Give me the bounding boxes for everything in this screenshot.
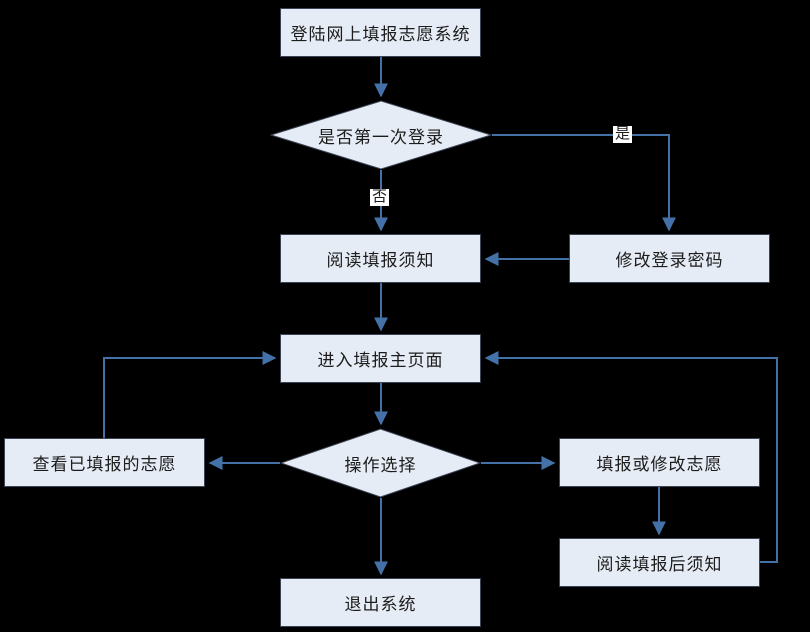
node-login[interactable]: 登陆网上填报志愿系统: [280, 8, 481, 57]
node-view-submitted[interactable]: 查看已填报的志愿: [4, 438, 205, 487]
node-read-notice-label: 阅读填报须知: [326, 251, 435, 270]
node-fill-or-modify[interactable]: 填报或修改志愿: [559, 438, 760, 487]
edge-label-yes: 是: [613, 126, 633, 143]
edge-first-login-to-change-password: [492, 134, 676, 232]
diamond-shape: [280, 428, 481, 498]
node-login-label: 登陆网上填报志愿系统: [290, 25, 471, 44]
node-first-login-decision-label: 是否第一次登录: [318, 127, 444, 147]
edge-label-no: 否: [370, 189, 390, 206]
node-fill-or-modify-label: 填报或修改志愿: [596, 455, 723, 474]
node-read-post-notice-label: 阅读填报后须知: [596, 555, 723, 574]
node-main-page-label: 进入填报主页面: [317, 351, 444, 370]
node-view-submitted-label: 查看已填报的志愿: [32, 455, 177, 474]
node-operation-choice-decision-label: 操作选择: [344, 455, 417, 475]
node-exit-system[interactable]: 退出系统: [280, 578, 481, 627]
node-main-page[interactable]: 进入填报主页面: [280, 334, 481, 383]
node-change-password-label: 修改登录密码: [615, 251, 724, 270]
node-exit-system-label: 退出系统: [344, 595, 417, 614]
node-read-notice[interactable]: 阅读填报须知: [280, 234, 481, 283]
node-operation-choice-decision[interactable]: 操作选择: [280, 428, 481, 498]
node-change-password[interactable]: 修改登录密码: [569, 234, 770, 283]
node-first-login-decision[interactable]: 是否第一次登录: [270, 100, 492, 170]
edge-view-submitted-to-main-page: [103, 351, 277, 438]
edge-read-post-notice-to-main-page: [484, 351, 778, 563]
node-read-post-notice[interactable]: 阅读填报后须知: [559, 538, 760, 587]
diamond-shape: [270, 100, 492, 170]
